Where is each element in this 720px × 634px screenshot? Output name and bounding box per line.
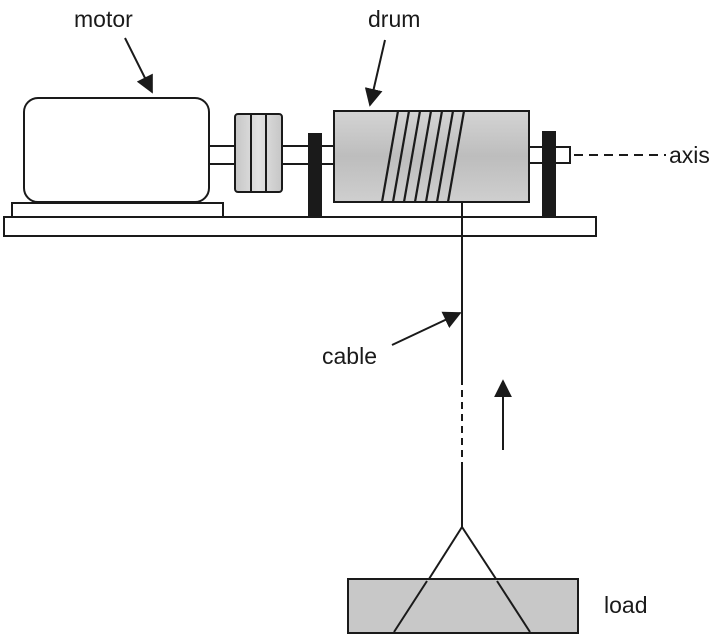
drum [333, 110, 530, 203]
bearing-support-right [542, 131, 556, 218]
load-label: load [604, 592, 647, 618]
motor-mount [11, 202, 224, 218]
base-plate [3, 216, 597, 237]
motor-label: motor [74, 6, 133, 32]
motor-shaft [208, 145, 236, 165]
motor-pointer-arrow [124, 37, 153, 94]
cable-label: cable [322, 343, 377, 369]
coupling [234, 113, 283, 193]
drum-pointer-arrow [364, 39, 386, 107]
sling-right-over-load [496, 580, 531, 633]
cable-windings [380, 110, 466, 203]
sling-left-over-load [393, 580, 428, 633]
motor-body [23, 97, 210, 203]
bearing-support-left [308, 133, 322, 218]
cable-pointer-arrow [391, 311, 462, 346]
drum-label: drum [368, 6, 420, 32]
axis-label: axis [669, 142, 710, 168]
load-block [347, 578, 579, 634]
